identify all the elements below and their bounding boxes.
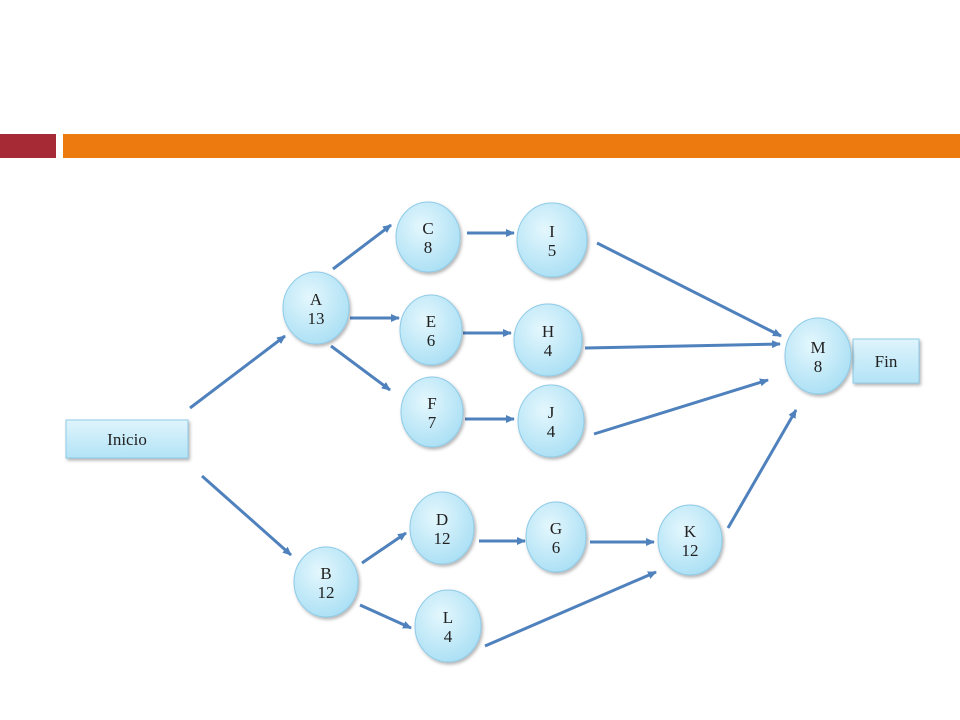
activity-name-b: B: [320, 564, 331, 583]
activity-circle-d: [409, 491, 475, 565]
activity-duration-k: 12: [682, 541, 699, 560]
header-accent-orange: [63, 134, 960, 158]
inicio-label: Inicio: [107, 430, 147, 449]
activity-circle-e: [399, 294, 463, 366]
arrow-l-to-k: [484, 570, 657, 648]
fin-node: Fin: [852, 338, 920, 384]
activity-node-i: I5: [516, 202, 588, 278]
activity-circle-a: [282, 271, 350, 345]
arrow-b-to-l: [359, 603, 412, 630]
activity-name-k: K: [684, 522, 697, 541]
activity-circle-k: [657, 504, 723, 576]
activity-node-l: L4: [414, 589, 482, 663]
activity-duration-g: 6: [552, 538, 561, 557]
activity-circle-m: [784, 317, 852, 395]
arrow-a-to-c: [332, 223, 392, 271]
activity-name-i: I: [549, 222, 555, 241]
activity-circle-b: [293, 546, 359, 618]
activity-name-e: E: [426, 312, 436, 331]
arrow-b-to-d: [361, 531, 407, 565]
header-accent-red: [0, 134, 56, 158]
activity-node-d: D12: [409, 491, 475, 565]
activity-name-d: D: [436, 510, 448, 529]
activity-node-g: G6: [525, 501, 587, 573]
activity-duration-l: 4: [444, 627, 453, 646]
activity-circle-g: [525, 501, 587, 573]
activity-name-j: J: [548, 403, 555, 422]
activity-duration-m: 8: [814, 357, 823, 376]
activity-name-c: C: [422, 219, 433, 238]
activity-circle-c: [395, 201, 461, 273]
arrow-j-to-m: [593, 378, 769, 436]
activity-circle-f: [400, 376, 464, 448]
activity-duration-c: 8: [424, 238, 433, 257]
inicio-node: Inicio: [65, 419, 189, 459]
activity-node-k: K12: [657, 504, 723, 576]
arrow-inicio-to-b: [201, 474, 292, 557]
activity-duration-b: 12: [318, 583, 335, 602]
activity-duration-d: 12: [434, 529, 451, 548]
activity-node-f: F7: [400, 376, 464, 448]
activity-name-g: G: [550, 519, 562, 538]
dependency-arrows: [189, 223, 798, 648]
arrow-i-to-m: [596, 241, 782, 338]
activity-name-a: A: [310, 290, 323, 309]
arrow-h-to-m: [584, 340, 781, 350]
activity-node-b: B12: [293, 546, 359, 618]
activity-duration-h: 4: [544, 341, 553, 360]
activity-name-l: L: [443, 608, 453, 627]
activity-circle-i: [516, 202, 588, 278]
activity-circle-l: [414, 589, 482, 663]
activity-duration-e: 6: [427, 331, 436, 350]
activity-duration-i: 5: [548, 241, 557, 260]
activity-node-a: A13: [282, 271, 350, 345]
inicio-box: [65, 419, 189, 459]
fin-label: Fin: [875, 352, 898, 371]
activity-node-j: J4: [517, 384, 585, 458]
activity-name-f: F: [427, 394, 436, 413]
activity-duration-a: 13: [308, 309, 325, 328]
arrow-k-to-m: [726, 409, 798, 529]
activity-node-m: M8: [784, 317, 852, 395]
activity-node-h: H4: [513, 303, 583, 377]
activity-name-h: H: [542, 322, 554, 341]
activity-name-m: M: [810, 338, 825, 357]
fin-box: [852, 338, 920, 384]
arrow-inicio-to-a: [189, 334, 286, 410]
activity-node-e: E6: [399, 294, 463, 366]
activity-duration-f: 7: [428, 413, 437, 432]
arrow-a-to-f: [330, 344, 391, 392]
activity-circle-j: [517, 384, 585, 458]
activity-node-c: C8: [395, 201, 461, 273]
activity-circle-h: [513, 303, 583, 377]
activity-duration-j: 4: [547, 422, 556, 441]
